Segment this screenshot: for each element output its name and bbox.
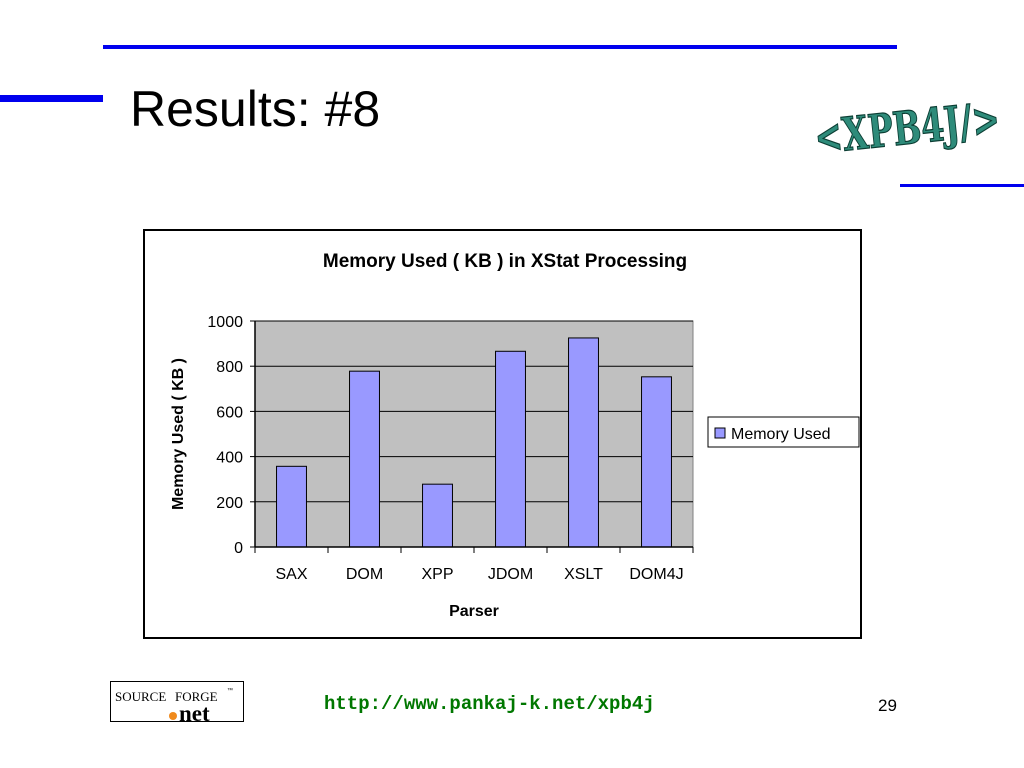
x-tick-label-dom4j: DOM4J <box>629 566 683 583</box>
y-tick-label-4: 800 <box>216 359 243 376</box>
sourceforge-logo[interactable]: SOURCE FORGE ™ net <box>110 681 244 722</box>
bar-chart: Memory Used ( KB ) in XStat Processing 0… <box>170 251 860 620</box>
y-tick-labels: 0 200 400 600 800 1000 <box>207 314 243 557</box>
bar-xslt <box>568 337 599 548</box>
page-number: 29 <box>878 696 897 715</box>
y-tick-label-1: 200 <box>216 495 243 512</box>
y-tick-label-0: 0 <box>234 540 243 557</box>
legend-swatch <box>714 427 726 439</box>
sourceforge-tm-text: ™ <box>227 687 233 694</box>
sourceforge-net-text: net <box>179 701 210 722</box>
y-tick-label-5: 1000 <box>207 314 243 331</box>
chart-title: Memory Used ( KB ) in XStat Processing <box>323 251 687 272</box>
bar-jdom <box>495 350 526 548</box>
x-tick-label-xpp: XPP <box>421 566 453 583</box>
y-axis-label: Memory Used ( KB ) <box>170 358 187 510</box>
footer-url-link[interactable]: http://www.pankaj-k.net/xpb4j <box>324 693 655 715</box>
y-tick-label-2: 400 <box>216 450 243 467</box>
axes <box>250 320 694 553</box>
sourceforge-source-text: SOURCE <box>115 689 166 704</box>
bar-dom4j <box>641 376 672 548</box>
x-axis-label: Parser <box>449 603 499 620</box>
chart-frame: Memory Used ( KB ) in XStat Processing 0… <box>143 229 862 639</box>
legend-label: Memory Used <box>731 426 831 443</box>
left-rule <box>0 95 103 102</box>
x-tick-label-xslt: XSLT <box>564 566 603 583</box>
xpb4j-logo-text: <XPB4J/> <box>812 91 1003 164</box>
slide-title: Results: #8 <box>130 81 381 137</box>
bar-sax <box>276 465 307 548</box>
grid-lines <box>255 320 693 503</box>
bar-dom <box>349 370 380 548</box>
bar-xpp <box>422 483 453 548</box>
sourceforge-forge-text: FORGE <box>175 689 218 704</box>
bars <box>276 337 672 548</box>
sourceforge-logo-graphic: SOURCE FORGE ™ net <box>115 687 233 722</box>
legend: Memory Used <box>707 416 860 448</box>
right-rule <box>900 184 1024 187</box>
x-tick-label-jdom: JDOM <box>488 566 533 583</box>
x-tick-label-dom: DOM <box>346 566 383 583</box>
x-tick-label-sax: SAX <box>275 566 307 583</box>
x-tick-labels: SAX DOM XPP JDOM XSLT DOM4J <box>275 566 683 583</box>
y-tick-label-3: 600 <box>216 404 243 421</box>
legend-box <box>707 416 860 448</box>
top-rule <box>103 45 897 49</box>
plot-area <box>254 320 694 548</box>
xpb4j-logo: <XPB4J/> <box>811 91 1003 165</box>
sourceforge-dot-icon <box>169 712 177 720</box>
